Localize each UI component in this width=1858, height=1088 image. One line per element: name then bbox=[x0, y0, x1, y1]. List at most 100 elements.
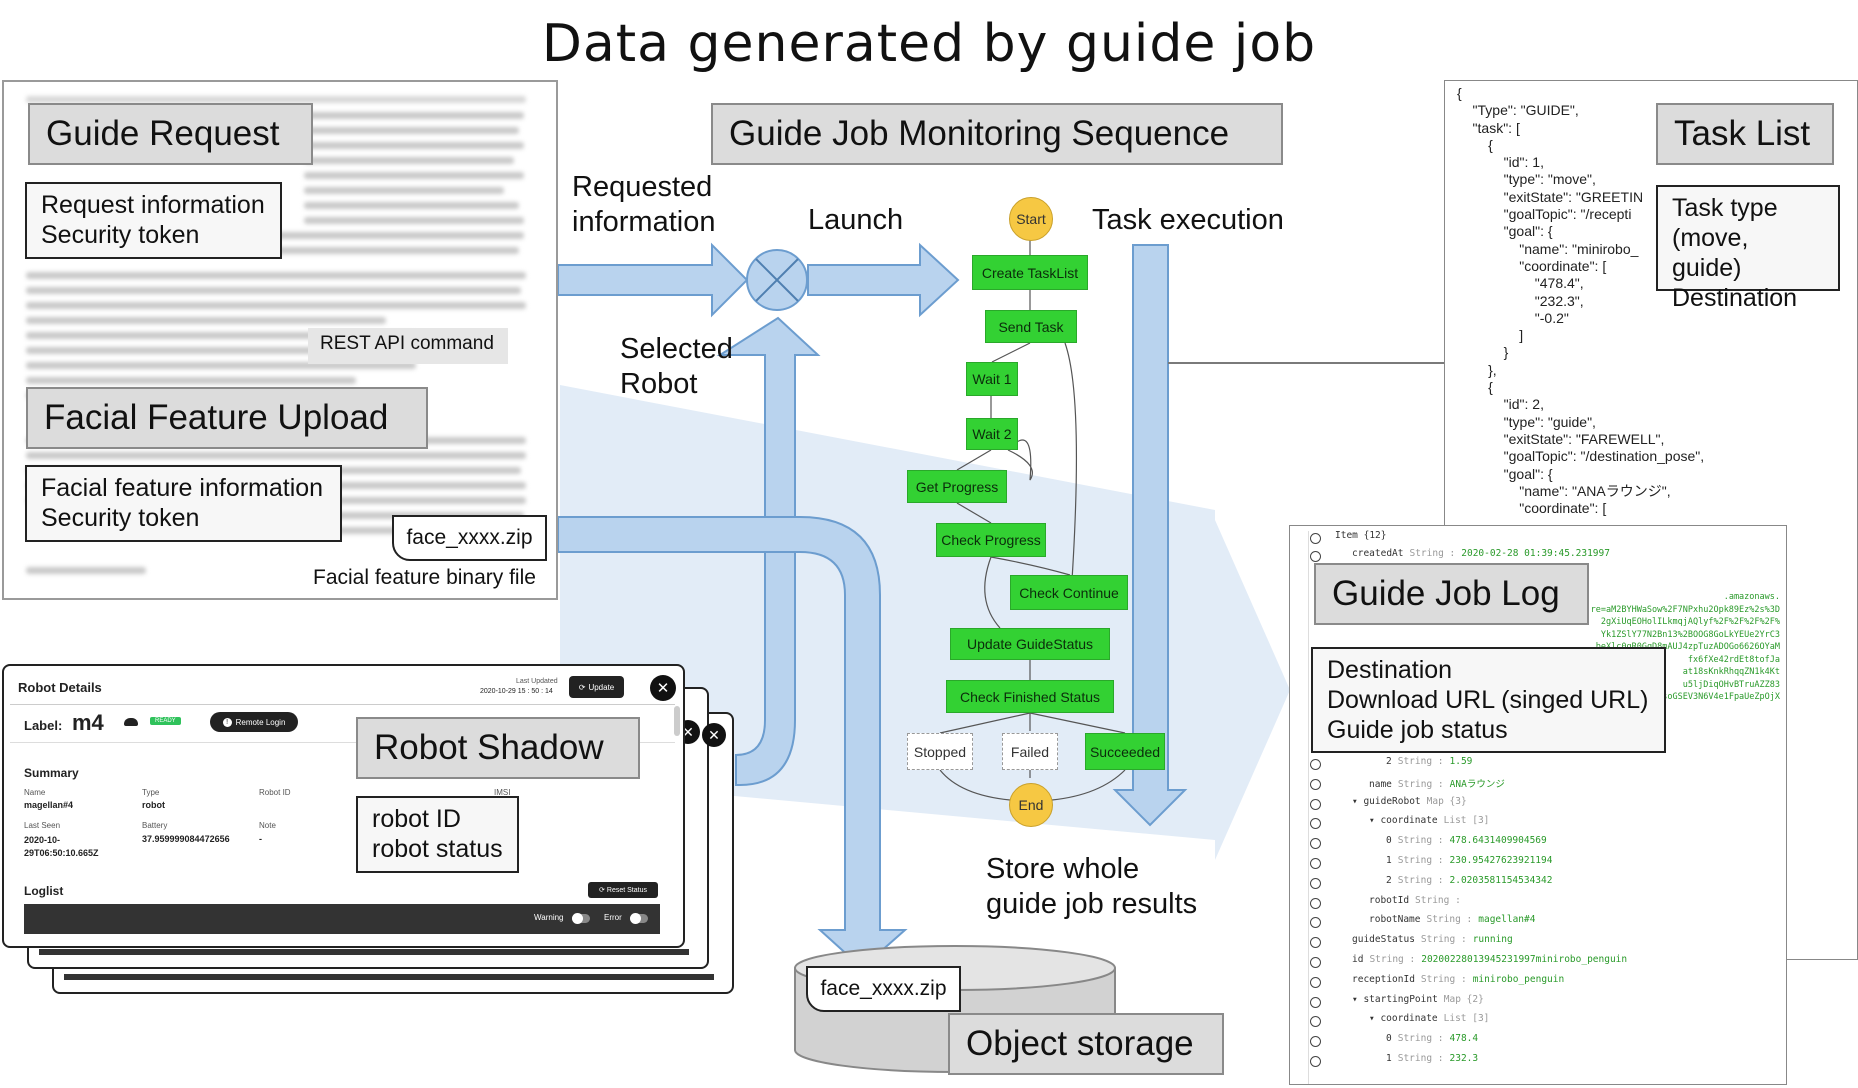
add-field-icon[interactable] bbox=[1310, 551, 1321, 562]
step-update-guidestatus: Update GuideStatus bbox=[950, 628, 1110, 660]
launch-arrow bbox=[807, 242, 960, 318]
log-type: String : bbox=[1426, 914, 1473, 926]
error-toggle[interactable] bbox=[630, 913, 648, 924]
reset-icon: ⟳ bbox=[599, 887, 605, 894]
facial-feature-upload-label: Facial Feature Upload bbox=[26, 387, 428, 449]
add-field-icon[interactable] bbox=[1310, 778, 1321, 790]
step-check-finished-status: Check Finished Status bbox=[946, 680, 1114, 713]
log-row[interactable]: receptionId String : minirobo_penguin bbox=[1310, 973, 1570, 991]
log-type: String : bbox=[1397, 1053, 1444, 1064]
log-key: 1 bbox=[1386, 1053, 1392, 1064]
robot-label-value: m4 bbox=[72, 710, 104, 735]
add-field-icon[interactable] bbox=[1310, 759, 1321, 770]
log-value: 20200228013945231997minirobo_penguin bbox=[1421, 954, 1628, 965]
task-list-json: { "Type": "GUIDE", "task": [ { "id": 1, … bbox=[1457, 85, 1704, 517]
remote-login-button[interactable]: ! Remote Login bbox=[210, 712, 298, 732]
step-create-tasklist: Create TaskList bbox=[972, 255, 1088, 290]
battery-value: 37.959999084472656 bbox=[142, 834, 230, 844]
log-url-fragment: .amazonaws. bbox=[1723, 592, 1780, 602]
close-icon[interactable]: ✕ bbox=[650, 675, 676, 701]
add-field-icon[interactable] bbox=[1310, 1036, 1321, 1048]
type-value: robot bbox=[142, 800, 165, 810]
log-value: 1.59 bbox=[1449, 756, 1473, 767]
log-value: minirobo_penguin bbox=[1472, 973, 1565, 985]
log-key: ▾ startingPoint bbox=[1352, 993, 1438, 1005]
log-key: Item {12} bbox=[1335, 530, 1387, 541]
add-field-icon[interactable] bbox=[1310, 838, 1321, 850]
page-title: Data generated by guide job bbox=[541, 14, 1317, 74]
log-type: String : bbox=[1397, 855, 1444, 866]
task-json-line: "type": "move", bbox=[1457, 171, 1596, 188]
log-row[interactable]: Item {12} bbox=[1310, 530, 1404, 547]
add-field-icon[interactable] bbox=[1310, 976, 1321, 988]
sequence-start: Start bbox=[1009, 197, 1053, 241]
step-wait-1: Wait 1 bbox=[966, 362, 1018, 396]
warning-toggle[interactable] bbox=[572, 913, 590, 924]
add-field-icon[interactable] bbox=[1310, 877, 1321, 889]
log-type: String : bbox=[1397, 835, 1444, 847]
add-field-icon[interactable] bbox=[1310, 1016, 1321, 1028]
add-field-icon[interactable] bbox=[1310, 798, 1321, 810]
close-icon-back-2[interactable]: ✕ bbox=[702, 723, 726, 747]
log-value: 232.3 bbox=[1449, 1053, 1479, 1064]
log-row[interactable]: ▾ guideRobot Map {3} bbox=[1310, 795, 1479, 813]
log-key: 0 bbox=[1386, 835, 1392, 847]
task-json-line: "name": "ANAラウンジ", bbox=[1457, 482, 1671, 499]
update-button[interactable]: ⟳Update bbox=[569, 676, 624, 698]
task-json-line: "name": "minirobo_ bbox=[1457, 240, 1639, 257]
note-value: - bbox=[259, 834, 262, 844]
log-row[interactable]: ▾ startingPoint Map {2} bbox=[1310, 993, 1496, 1011]
log-url-fragment: Yk1ZSlY77N2Bn13%2BOOG8GoLkYEUe2YrC3 bbox=[1600, 629, 1780, 640]
task-list-info: Task type (move, guide) Destination bbox=[1656, 185, 1840, 312]
type-label: Type bbox=[142, 788, 160, 797]
add-field-icon[interactable] bbox=[1310, 937, 1321, 949]
add-field-icon[interactable] bbox=[1310, 996, 1321, 1008]
log-type: String : bbox=[1397, 778, 1444, 790]
log-key: ▾ guideRobot bbox=[1352, 795, 1421, 807]
log-type: String : bbox=[1397, 874, 1444, 886]
add-field-icon[interactable] bbox=[1310, 818, 1321, 830]
ready-badge: READY bbox=[150, 717, 181, 725]
imsi-label: IMSI bbox=[494, 788, 511, 797]
loglist-heading: Loglist bbox=[24, 884, 64, 898]
add-field-icon[interactable] bbox=[1310, 533, 1321, 544]
add-field-icon[interactable] bbox=[1310, 897, 1321, 909]
task-json-line: }, bbox=[1457, 361, 1497, 378]
log-key: ▾ coordinate bbox=[1369, 1013, 1438, 1025]
summary-heading: Summary bbox=[24, 766, 79, 780]
task-json-line: "id": 1, bbox=[1457, 154, 1544, 171]
log-key: id bbox=[1352, 954, 1364, 965]
cloud-icon bbox=[124, 718, 138, 726]
add-field-icon[interactable] bbox=[1310, 1056, 1321, 1067]
task-execution-label: Task execution bbox=[1092, 204, 1284, 236]
task-json-line: "exitState": "FAREWELL", bbox=[1457, 430, 1665, 447]
info-icon: ! bbox=[222, 717, 232, 727]
log-type: Map {2} bbox=[1443, 993, 1484, 1005]
log-key: receptionId bbox=[1352, 973, 1415, 985]
log-type: String : bbox=[1420, 973, 1467, 985]
task-json-line: { bbox=[1457, 379, 1493, 396]
add-field-icon[interactable] bbox=[1310, 858, 1321, 869]
task-json-line: "Type": "GUIDE", bbox=[1457, 102, 1579, 119]
log-row[interactable]: 1 String : 232.3 bbox=[1310, 1053, 1484, 1070]
add-field-icon[interactable] bbox=[1310, 917, 1321, 929]
log-type: Map {3} bbox=[1426, 795, 1467, 807]
selected-robot-label: Selected Robot bbox=[620, 333, 733, 400]
add-field-icon[interactable] bbox=[1310, 957, 1321, 968]
reset-status-button[interactable]: ⟳Reset Status bbox=[588, 882, 658, 898]
face-file-tag: face_xxxx.zip bbox=[392, 515, 547, 561]
